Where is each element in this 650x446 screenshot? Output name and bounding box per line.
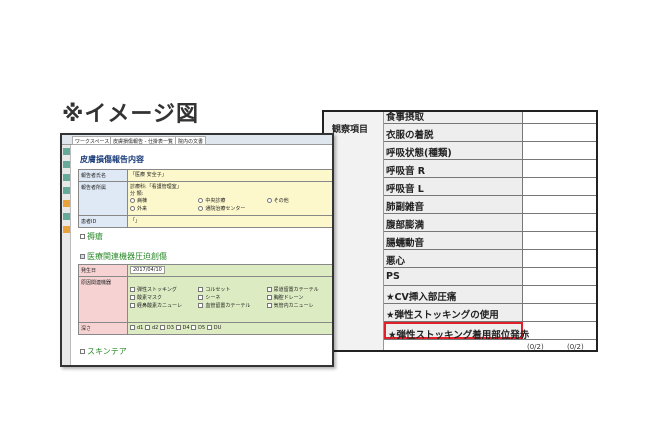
depth-label: 深さ bbox=[79, 323, 127, 334]
page-heading: ※イメージ図 bbox=[62, 102, 199, 127]
observation-item: 衣服の着脱 bbox=[384, 124, 523, 141]
reporter-table: 報告者氏名「医療 安全子」 報告者所属診療科:「看護管理室」分 類:病棟 中央診… bbox=[78, 169, 332, 228]
patient-id-value[interactable]: 「」 bbox=[127, 216, 332, 227]
observation-label: 観察項目 bbox=[324, 112, 384, 350]
form-title: 皮膚損傷報告内容 bbox=[80, 155, 144, 164]
device-checkbox[interactable]: 気管内カニューレ bbox=[266, 303, 331, 310]
dept-value: 診療科:「看護管理室」 bbox=[130, 184, 182, 190]
tool-icon[interactable] bbox=[63, 161, 70, 168]
dept-radio[interactable]: 通院治療センター bbox=[198, 206, 262, 213]
dept-radio[interactable]: 中央診療 bbox=[198, 198, 262, 205]
observation-row: 腸蠕動音 bbox=[384, 232, 596, 250]
toolbar-strip bbox=[62, 145, 71, 365]
dept-label: 報告者所属 bbox=[79, 182, 127, 215]
tool-icon[interactable] bbox=[63, 200, 70, 207]
observation-item: ★弾性ストッキング着用部位発赤 bbox=[384, 322, 529, 341]
device-checkbox[interactable]: 胸腔ドレーン bbox=[266, 295, 331, 302]
section-skin-tear[interactable]: スキンテア bbox=[80, 346, 127, 357]
observation-item: ★弾性ストッキングの使用 bbox=[384, 304, 523, 321]
date-input[interactable]: 2017/04/10 bbox=[130, 266, 165, 274]
observation-item: 食事摂取 bbox=[384, 112, 523, 123]
depth-checkbox[interactable]: d2 bbox=[144, 325, 160, 331]
depth-checkbox[interactable]: D4 bbox=[175, 325, 192, 331]
depth-checkbox[interactable]: D3 bbox=[159, 325, 176, 331]
observation-item: 悪心 bbox=[384, 250, 523, 267]
observation-row: 肺副雑音 bbox=[384, 196, 596, 214]
footer-count: (0/2) bbox=[527, 343, 544, 351]
observation-item: 呼吸音 R bbox=[384, 160, 523, 177]
device-label: 原因関連機器 bbox=[79, 277, 127, 322]
observation-row: 呼吸音 L bbox=[384, 178, 596, 196]
observation-item: 呼吸音 L bbox=[384, 178, 523, 195]
observation-row: 呼吸状態(種類) bbox=[384, 142, 596, 160]
reporter-label: 報告者氏名 bbox=[79, 170, 127, 181]
section-device-injury[interactable]: 医療関連機器圧迫創傷 bbox=[80, 251, 167, 262]
device-checkbox[interactable]: 尿道留置カテーテル bbox=[266, 287, 331, 294]
device-checkbox[interactable]: 酸素マスク bbox=[130, 295, 194, 302]
category-label: 分 類: bbox=[130, 191, 144, 197]
device-checkbox[interactable]: シーネ bbox=[198, 295, 262, 302]
depth-checkbox[interactable]: D5 bbox=[191, 325, 207, 331]
observation-row: 食事摂取 bbox=[384, 112, 596, 124]
observation-row: 衣服の着脱 bbox=[384, 124, 596, 142]
tool-icon[interactable] bbox=[63, 187, 70, 194]
depth-checkbox[interactable]: DU bbox=[206, 325, 221, 331]
tool-icon[interactable] bbox=[63, 226, 70, 233]
observation-row: ★弾性ストッキング着用部位発赤 bbox=[384, 322, 596, 341]
observation-row: 悪心 bbox=[384, 250, 596, 268]
depth-checkbox[interactable]: d1 bbox=[130, 325, 145, 331]
tab-document[interactable]: 院内の文書 bbox=[175, 136, 207, 145]
tab-workspace[interactable]: ワークスペース bbox=[72, 136, 113, 145]
tab-bar: ワークスペース 皮膚損傷報告 - 仕掛表一覧 院内の文書 bbox=[62, 135, 332, 145]
report-form-screenshot: ワークスペース 皮膚損傷報告 - 仕掛表一覧 院内の文書 皮膚損傷報告内容 報告… bbox=[60, 133, 334, 367]
reporter-value: 「医療 安全子」 bbox=[127, 170, 332, 181]
observation-item: 腸蠕動音 bbox=[384, 232, 523, 249]
device-checkbox[interactable]: 弾性ストッキング bbox=[130, 287, 194, 294]
tool-icon[interactable] bbox=[63, 148, 70, 155]
device-checkbox[interactable]: 血管留置カテーテル bbox=[198, 303, 262, 310]
footer-count: (0/2) bbox=[567, 343, 584, 351]
patient-id-label: 患者ID bbox=[79, 216, 127, 227]
tool-icon[interactable] bbox=[63, 213, 70, 220]
observation-row: 呼吸音 R bbox=[384, 160, 596, 178]
dept-radio[interactable]: 病棟 bbox=[130, 198, 194, 205]
date-label: 発生日 bbox=[79, 265, 127, 276]
observation-item: 呼吸状態(種類) bbox=[384, 142, 523, 159]
tool-icon[interactable] bbox=[63, 174, 70, 181]
observation-row: ★CV挿入部圧痛 bbox=[384, 286, 596, 304]
observation-row: 腹部膨満 bbox=[384, 214, 596, 232]
device-checkbox[interactable]: コルセット bbox=[198, 287, 262, 294]
observation-item: 腹部膨満 bbox=[384, 214, 523, 231]
section-pressure-ulcer[interactable]: 褥瘡 bbox=[80, 231, 103, 242]
observation-row: ★弾性ストッキングの使用 bbox=[384, 304, 596, 322]
observation-item: 肺副雑音 bbox=[384, 196, 523, 213]
tab-report-list[interactable]: 皮膚損傷報告 - 仕掛表一覧 bbox=[110, 136, 176, 145]
dept-radio[interactable]: その他 bbox=[266, 198, 331, 205]
observation-row: PS bbox=[384, 268, 596, 286]
device-checkbox[interactable]: 経鼻酸素カニューレ bbox=[130, 303, 194, 310]
observation-item: PS bbox=[384, 268, 523, 285]
dept-radio[interactable]: 外来 bbox=[130, 206, 194, 213]
observation-item: ★CV挿入部圧痛 bbox=[384, 286, 523, 303]
